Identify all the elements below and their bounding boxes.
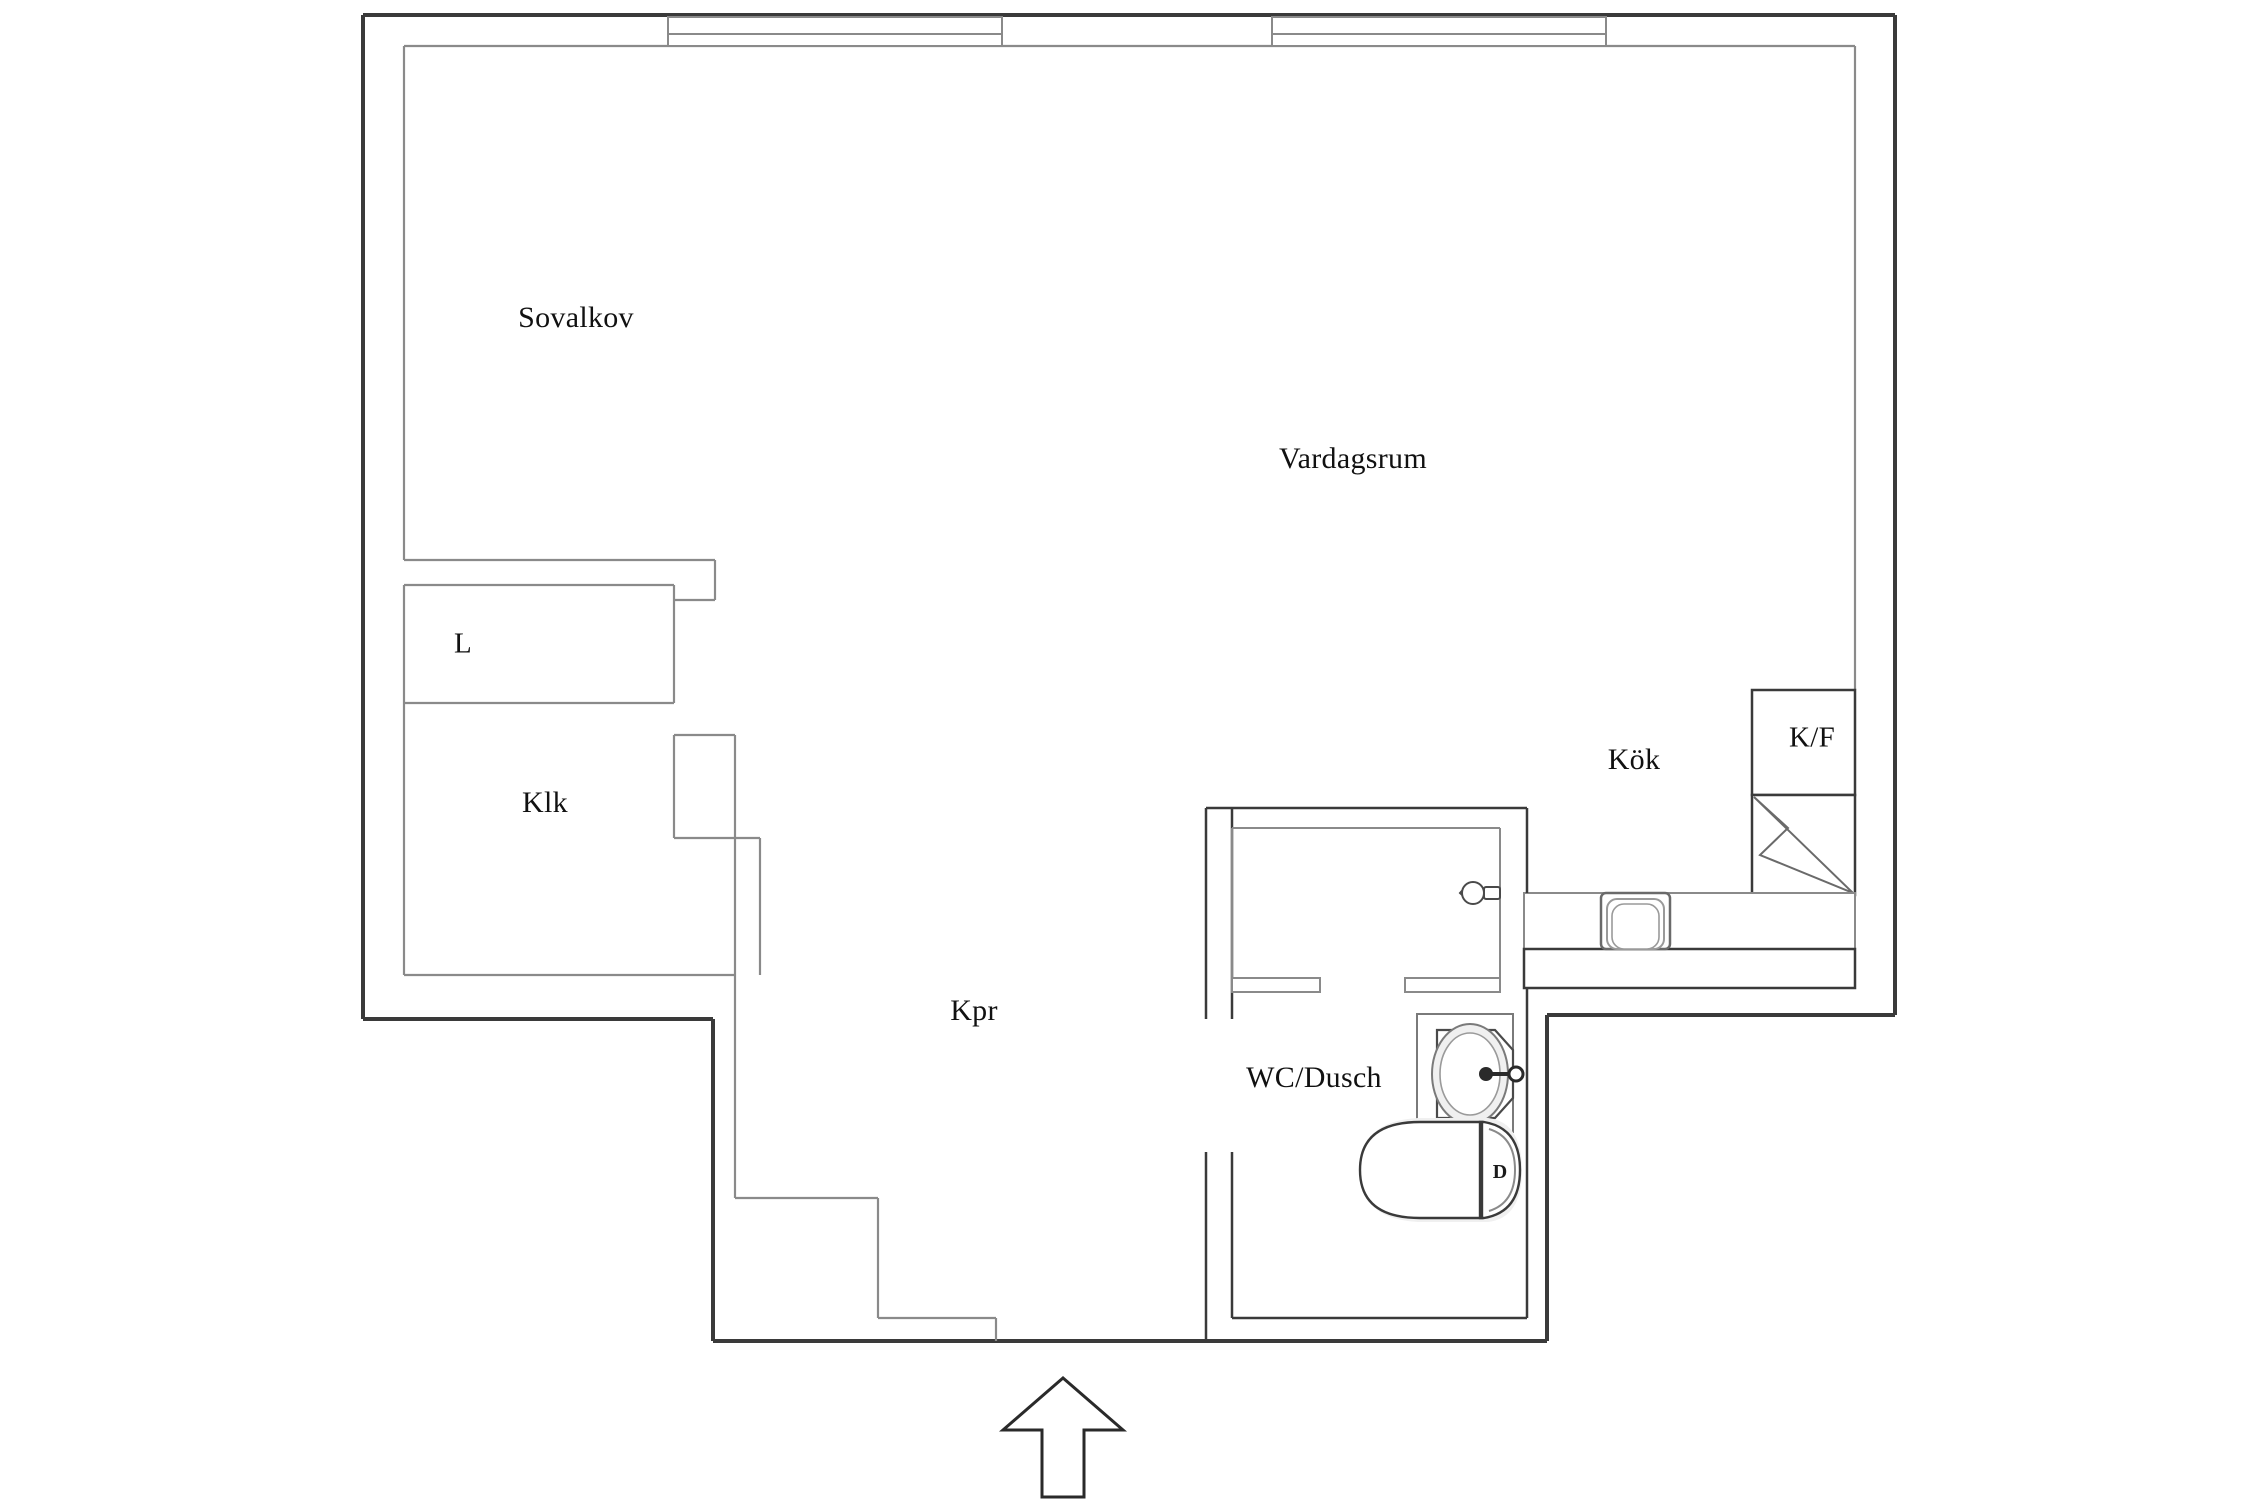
wash-basin-icon (1416, 1013, 1525, 1133)
inner-wall-faces (402, 44, 1857, 1341)
room-label-l: L (453, 627, 473, 660)
room-label-kpr: Kpr (950, 994, 998, 1027)
room-label-wc-dusch: WC/Dusch (1246, 1061, 1382, 1094)
window-top-1 (667, 16, 1003, 47)
window-top-2 (1271, 16, 1607, 47)
kitchen-counter (1522, 892, 1857, 990)
room-label-klk: Klk (522, 786, 568, 819)
outer-wall (361, 13, 1897, 1343)
kitchen-sink-icon (1599, 891, 1672, 951)
room-label-vardagsrum: Vardagsrum (1279, 442, 1427, 475)
entrance-arrow-icon (998, 1376, 1128, 1499)
dishwasher-icon (1750, 793, 1857, 897)
fridge-freezer-icon (1750, 688, 1857, 797)
shower-door-panels (1231, 977, 1501, 993)
shower-enclosure (1231, 827, 1501, 990)
room-label-sovalkov: Sovalkov (518, 301, 634, 334)
shower-head-icon (1458, 881, 1501, 905)
toilet-flush-mark: D (1493, 1161, 1507, 1183)
toilet-icon: D (1358, 1118, 1522, 1222)
room-label-kf: K/F (1788, 721, 1836, 754)
room-label-kok: Kök (1607, 743, 1661, 776)
